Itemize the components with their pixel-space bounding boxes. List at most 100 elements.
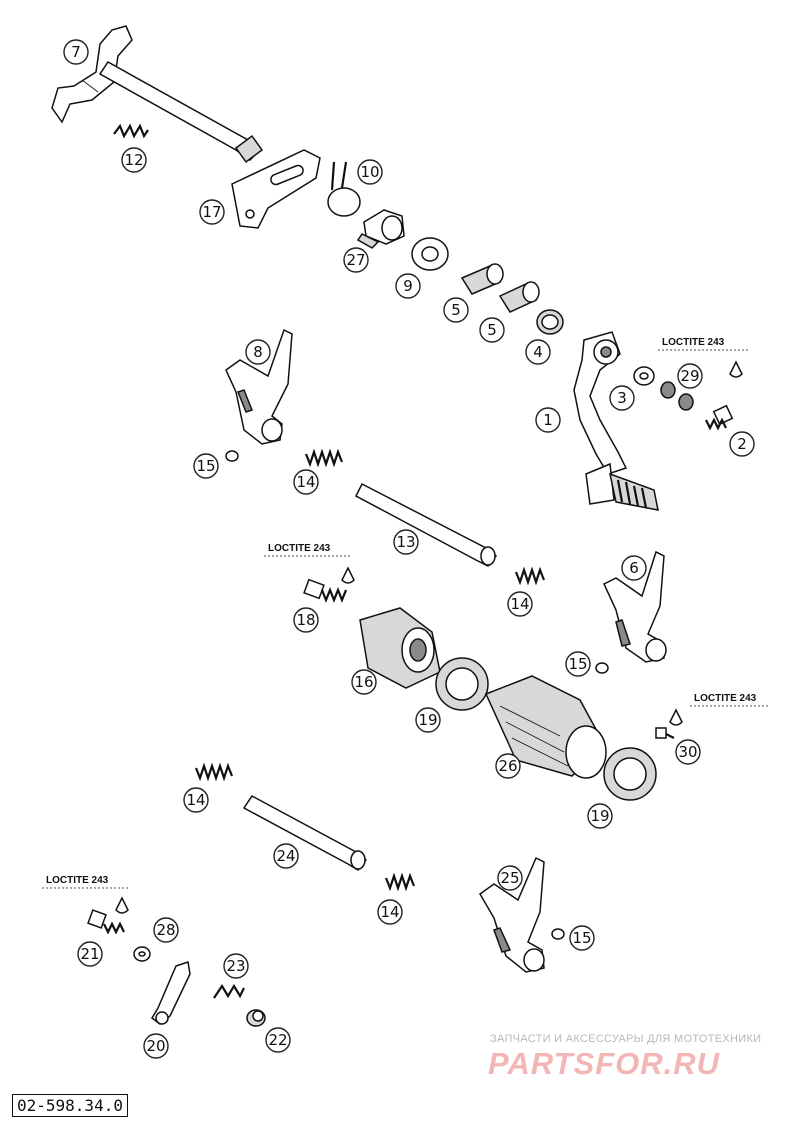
callout-25: 25: [497, 865, 523, 891]
part-pin-15b: [595, 662, 609, 674]
callout-7: 7: [63, 39, 89, 65]
part-shift-fork-8: [225, 328, 293, 445]
svg-text:15: 15: [572, 929, 591, 947]
svg-text:17: 17: [202, 203, 221, 221]
callout-8: 8: [245, 339, 271, 365]
svg-text:14: 14: [296, 473, 315, 491]
part-spring-14b: [514, 566, 546, 586]
callout-20: 20: [143, 1033, 169, 1059]
part-bushing-5b: [498, 281, 540, 313]
callout-28: 28: [153, 917, 179, 943]
callout-13: 13: [393, 529, 419, 555]
part-bolt-30: [655, 727, 675, 739]
part-bearing-19a: [435, 657, 489, 711]
callout-3: 3: [609, 385, 635, 411]
callout-15b: 15: [565, 651, 591, 677]
callout-5a: 5: [443, 297, 469, 323]
part-spring-14a: [304, 448, 344, 468]
callout-18: 18: [293, 607, 319, 633]
part-washer-9: [411, 237, 449, 271]
svg-text:26: 26: [498, 757, 517, 775]
callout-22: 22: [265, 1027, 291, 1053]
svg-text:LOCTITE 243: LOCTITE 243: [694, 693, 757, 704]
svg-text:20: 20: [146, 1037, 165, 1055]
part-spring-12: [113, 123, 149, 139]
part-spring-23: [213, 983, 245, 999]
svg-text:10: 10: [360, 163, 379, 181]
part-shift-lever-1: [573, 331, 659, 511]
callout-19a: 19: [415, 707, 441, 733]
part-lever-20: [151, 961, 191, 1025]
callout-17: 17: [199, 199, 225, 225]
callout-14d: 14: [377, 899, 403, 925]
part-shift-fork-25: [479, 856, 545, 973]
svg-text:12: 12: [124, 151, 143, 169]
watermark-tagline: ЗАПЧАСТИ И АКСЕССУАРЫ ДЛЯ МОТОТЕХНИКИ: [490, 1033, 762, 1045]
callout-6: 6: [621, 555, 647, 581]
callout-30: 30: [675, 739, 701, 765]
svg-text:7: 7: [71, 43, 81, 61]
part-pin-15a: [225, 450, 239, 462]
svg-text:19: 19: [590, 807, 609, 825]
callout-23: 23: [223, 953, 249, 979]
svg-text:8: 8: [253, 343, 263, 361]
callout-9: 9: [395, 273, 421, 299]
svg-text:4: 4: [533, 343, 543, 361]
part-spring-14d: [384, 872, 416, 892]
callout-10: 10: [357, 159, 383, 185]
svg-text:14: 14: [186, 791, 205, 809]
part-spring-10: [327, 161, 361, 217]
part-bolt-2: [705, 404, 734, 431]
part-plate-17: [231, 149, 321, 229]
part-washer-29: [660, 381, 694, 411]
part-bearing-19b: [603, 747, 657, 801]
callout-21: 21: [77, 941, 103, 967]
part-shaft-24: [242, 795, 368, 871]
svg-text:LOCTITE 243: LOCTITE 243: [46, 875, 109, 886]
svg-text:5: 5: [487, 321, 497, 339]
part-bolt-18: [303, 578, 348, 603]
loctite-note-2: LOCTITE 243: [264, 543, 355, 584]
svg-text:15: 15: [568, 655, 587, 673]
loctite-note-4: LOCTITE 243: [42, 875, 129, 914]
svg-text:21: 21: [80, 945, 99, 963]
callout-29: 29: [677, 363, 703, 389]
part-spring-14c: [194, 762, 234, 782]
callout-27: 27: [343, 247, 369, 273]
callout-1: 1: [535, 407, 561, 433]
part-shift-shaft: [51, 25, 264, 164]
part-washer-3: [633, 366, 655, 386]
svg-text:14: 14: [380, 903, 399, 921]
svg-text:1: 1: [543, 411, 553, 429]
svg-text:30: 30: [678, 743, 697, 761]
document-code: 02-598.34.0: [12, 1094, 128, 1117]
part-shaft-13: [355, 482, 498, 567]
part-clamp-27: [356, 209, 405, 249]
callout-12: 12: [121, 147, 147, 173]
svg-text:2: 2: [737, 435, 747, 453]
loctite-note-3: LOCTITE 243: [669, 693, 770, 726]
part-bushing-22: [246, 1009, 266, 1027]
part-shift-fork-6: [603, 550, 667, 663]
callout-19b: 19: [587, 803, 613, 829]
svg-text:14: 14: [510, 595, 529, 613]
svg-text:22: 22: [268, 1031, 287, 1049]
callout-14b: 14: [507, 591, 533, 617]
part-bolt-21: [87, 909, 125, 935]
callout-5b: 5: [479, 317, 505, 343]
part-pin-15c: [551, 928, 565, 940]
svg-text:13: 13: [396, 533, 415, 551]
svg-text:6: 6: [629, 559, 639, 577]
svg-text:19: 19: [418, 711, 437, 729]
svg-text:16: 16: [354, 673, 373, 691]
watermark-brand: PARTSFOR.RU: [488, 1046, 721, 1081]
callout-14c: 14: [183, 787, 209, 813]
svg-text:5: 5: [451, 301, 461, 319]
svg-text:3: 3: [617, 389, 627, 407]
part-shift-drum-26: [484, 675, 607, 779]
callout-15c: 15: [569, 925, 595, 951]
loctite-note-1: LOCTITE 243: [658, 337, 748, 378]
callout-2: 2: [729, 431, 755, 457]
part-bushing-5a: [460, 263, 504, 295]
